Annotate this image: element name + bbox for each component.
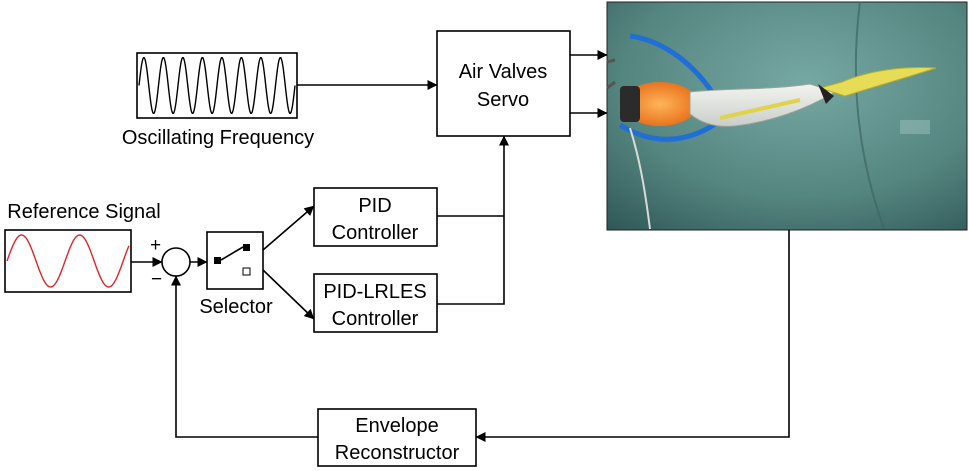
pid-lrles-controller-label: Controller: [332, 308, 419, 330]
sum-circle: [161, 247, 191, 277]
selector-label: Selector: [199, 296, 273, 318]
pid-controller-block: PID Controller: [313, 187, 438, 247]
reference-signal-label: Reference Signal: [7, 201, 160, 223]
fin-joint: [818, 84, 834, 104]
switch-output-terminal-2: [242, 267, 251, 276]
fish-spine-strip: [719, 98, 801, 120]
reference-signal-block: [4, 229, 132, 293]
servo-label: Servo: [477, 89, 529, 111]
switch-output-terminal-1: [243, 244, 250, 251]
oscillating-frequency-block: [136, 52, 298, 119]
orange-actuator: [622, 82, 698, 126]
mount-clamp: [620, 86, 640, 122]
pid-lrles-box: [313, 273, 438, 333]
tank-seam: [854, 1, 885, 230]
envelope-label: Envelope: [355, 415, 438, 437]
switch-input-terminal: [214, 257, 221, 264]
tail-fin: [818, 67, 937, 97]
reconstructor-label: Reconstructor: [335, 442, 460, 464]
oscillating-frequency-label: Oscillating Frequency: [122, 127, 314, 149]
selector-to-pidlrles-arrow: [262, 269, 315, 320]
pid-controller-label: Controller: [332, 222, 419, 244]
reference-box: [4, 229, 132, 293]
selector-box: [206, 231, 264, 290]
air-valves-box: [436, 30, 571, 137]
plus-sign: +: [150, 235, 161, 256]
oscillating-wave: [138, 56, 296, 115]
pid-lrles-controller-block: PID-LRLES Controller: [313, 273, 438, 333]
tank-reflection: [900, 120, 930, 134]
feedback-to-sum-arrow: [171, 275, 318, 438]
air-valves-servo-block: Air Valves Servo: [436, 30, 571, 137]
pid-label: PID: [358, 195, 391, 217]
signal-connections: [131, 50, 790, 442]
air-tube-upper: [629, 33, 715, 94]
connector-stubs: [606, 58, 616, 90]
pid-box: [313, 187, 438, 247]
air-valves-label: Air Valves: [459, 61, 548, 83]
envelope-reconstructor-block: Envelope Reconstructor: [317, 408, 477, 467]
minus-sign: −: [151, 269, 162, 290]
envelope-box: [317, 408, 477, 467]
switch-lever: [220, 246, 244, 261]
robot-fish-photo: [606, 1, 968, 231]
fish-to-envelope-arrow: [475, 230, 790, 442]
pid-lrles-label: PID-LRLES: [323, 281, 426, 303]
controllers-to-valves-arrow: [437, 135, 509, 305]
reference-sine-wave: [6, 234, 130, 288]
wire-white: [629, 127, 651, 230]
selector-block: [206, 231, 264, 290]
selector-to-pid-arrow: [262, 205, 315, 251]
